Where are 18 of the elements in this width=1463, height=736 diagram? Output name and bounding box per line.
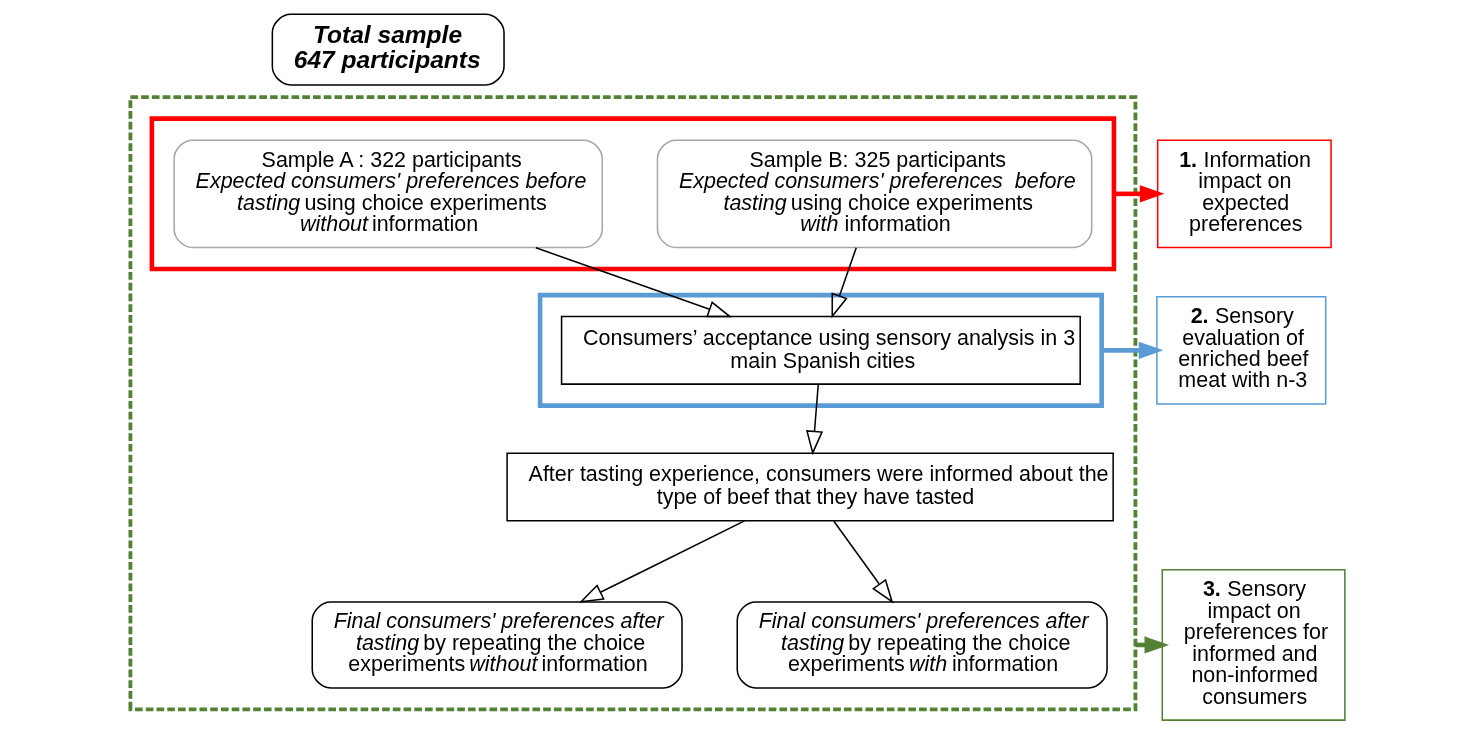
arrow bbox=[833, 520, 894, 604]
arrow bbox=[805, 383, 824, 456]
node-box: 2. Sensory evaluation of enriched beef meat with n-3 bbox=[1156, 295, 1327, 405]
node-box: Consumers’ acceptance using sensory analysis in 3 main Spanish cities bbox=[560, 315, 1081, 385]
node-box: After tasting experience, consumers were informed about the type of beef that they have tasted bbox=[506, 452, 1114, 522]
node-box: Sample A : 322 participants Expected consumers' preferences before tasting using choice experiments without information bbox=[173, 139, 603, 249]
node-box: Final consumers' preferences after tasting by repeating the choice experiments without information bbox=[311, 601, 683, 689]
arrow bbox=[579, 520, 746, 603]
node-box: 3. Sensory impact on preferences for informed and non-informed consumers bbox=[1161, 569, 1346, 721]
arrow bbox=[1113, 185, 1165, 203]
node-box: 1. Information impact on expected preferences bbox=[1156, 139, 1332, 249]
arrow bbox=[1101, 341, 1164, 359]
node-box: Sample B: 325 participants Expected consumers' preferences before tasting using choice experiments with information bbox=[656, 139, 1093, 249]
cluster bbox=[149, 116, 1117, 272]
cluster bbox=[128, 95, 1138, 712]
arrow bbox=[831, 247, 857, 319]
node-box: Total sample 647 participants bbox=[271, 13, 505, 86]
node-box: Final consumers' preferences after tasting by repeating the choice experiments with information bbox=[736, 601, 1108, 689]
